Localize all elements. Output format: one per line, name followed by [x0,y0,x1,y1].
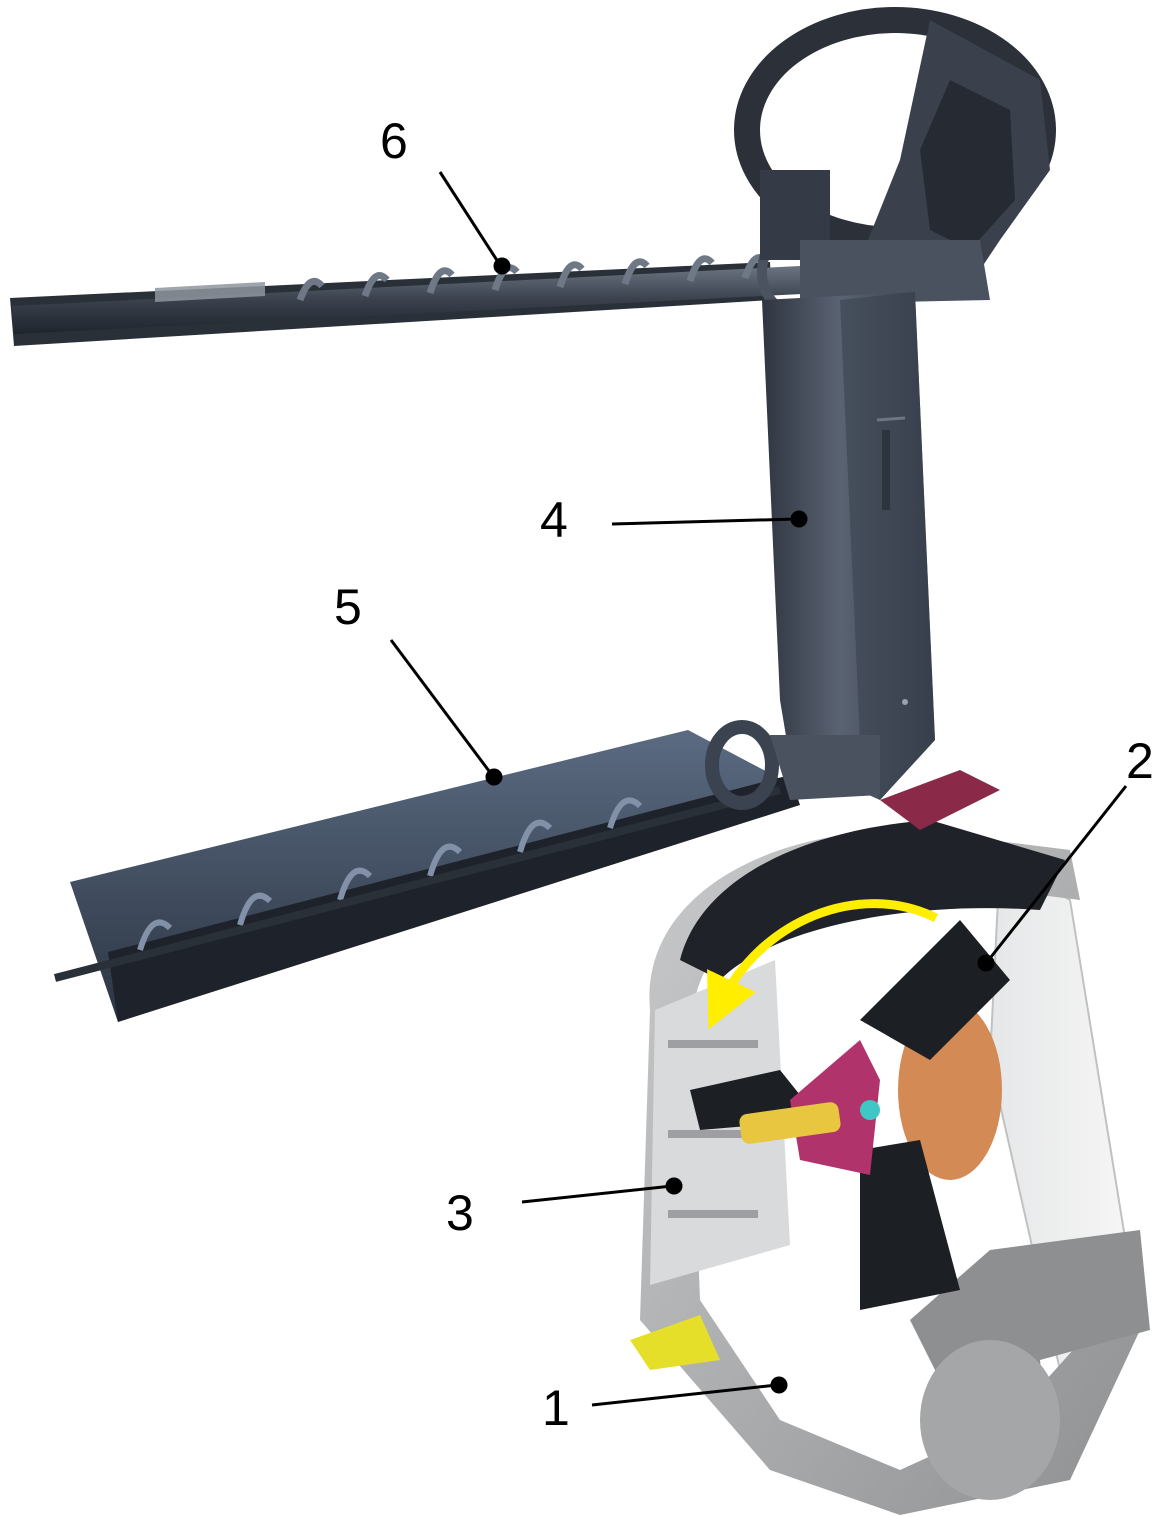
leader-4 [611,517,798,526]
rotor [690,920,1010,1310]
upper-auger [10,229,823,346]
callout-3: 3 [446,1185,474,1241]
upper-auger-highlight [155,282,265,302]
upper-auger-shaft [12,266,802,334]
callout-1: 1 [542,1380,570,1436]
lower-auger-end-ring [705,720,779,810]
leader-3-dot [665,1177,683,1195]
leader-1-dot [770,1376,788,1394]
callout-6: 6 [380,113,408,169]
leader-4-dot [790,510,808,528]
leader-3 [521,1184,673,1204]
rotor-blade-lower [860,1140,960,1310]
callout-2: 2 [1126,733,1154,789]
lower-auger [53,720,880,1022]
top-ring-housing [734,7,1056,304]
callout-leaders [389,171,1128,1407]
leader-2-dot [977,954,995,972]
callout-5: 5 [334,579,362,635]
leader-5 [389,639,494,776]
housing-screen-teeth [668,1040,758,1218]
leader-2 [985,785,1128,963]
leader-1 [591,1383,778,1407]
leader-6-dot [493,257,511,275]
leader-6 [438,171,502,266]
vertical-elevator [762,292,935,800]
rotor-shaft [739,1102,841,1144]
lower-auger-flights [137,797,643,951]
rotation-arrow [707,899,939,1030]
callout-4: 4 [540,492,568,548]
rotor-blade-upper [860,920,1010,1060]
leader-5-dot [485,768,503,786]
rotor-housing [630,770,1150,1515]
